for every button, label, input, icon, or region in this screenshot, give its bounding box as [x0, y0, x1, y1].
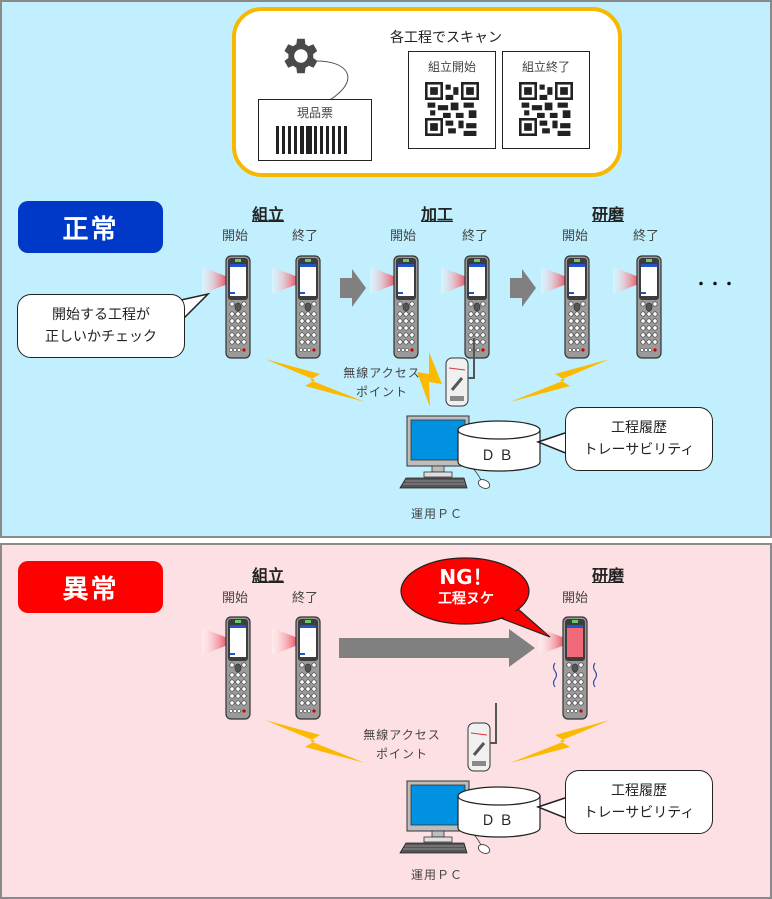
db-callout-line: 工程履歴: [610, 782, 667, 799]
step-label-start: 開始: [561, 229, 588, 244]
db-callout-line: 工程履歴: [610, 419, 667, 436]
access-point-label-line: 無線アクセス: [363, 728, 441, 742]
db-label: ＤＢ: [481, 448, 517, 464]
access-point-icon: [442, 338, 482, 408]
access-point-label-line: ポイント: [375, 747, 428, 762]
ng-title: NG！: [439, 565, 493, 589]
gear-icon: [284, 38, 318, 74]
handheld-terminal-icon: [270, 613, 330, 723]
access-point-label-line: ポイント: [355, 385, 408, 400]
pc-label: 運用ＰＣ: [410, 868, 463, 882]
product-tag: 現品票: [258, 99, 372, 161]
status-badge-abnormal: 異常: [18, 561, 163, 613]
handheld-terminal-icon: [200, 613, 260, 723]
product-tag-label: 現品票: [296, 106, 333, 120]
ng-bubble-text: NG！ 工程ヌケ: [402, 565, 530, 609]
handheld-terminal-icon: [611, 252, 671, 362]
process-title-polishing: 研磨: [591, 205, 624, 224]
access-point-icon: [464, 703, 504, 773]
normal-panel: 各工程でスキャン 現品票 組立開始: [0, 0, 772, 538]
lightning-icon: [417, 352, 442, 407]
step-label-end: 終了: [291, 591, 318, 606]
lightning-icon: [510, 715, 610, 765]
qr-code-icon: [425, 82, 479, 136]
check-callout: 開始する工程が 正しいかチェック: [17, 294, 185, 358]
db-callout: 工程履歴 トレーサビリティ: [565, 407, 713, 471]
process-title-assembly: 組立: [251, 205, 284, 224]
qr-card-label: 組立終了: [521, 60, 570, 74]
handheld-terminal-icon: [539, 252, 599, 362]
ellipsis: ・・・: [694, 277, 736, 293]
qr-card-label: 組立開始: [427, 60, 476, 74]
process-title-assembly: 組立: [251, 566, 284, 585]
lightning-icon: [510, 354, 610, 404]
lightning-icon: [265, 715, 365, 765]
qr-card-assembly-end: 組立終了: [502, 51, 590, 149]
qr-code-icon: [519, 82, 573, 136]
scan-instruction-box: 各工程でスキャン 現品票 組立開始: [232, 7, 622, 177]
handheld-terminal-icon: [368, 252, 428, 362]
qr-card-assembly-start: 組立開始: [408, 51, 496, 149]
status-badge-normal: 正常: [18, 201, 163, 253]
db-callout: 工程履歴 トレーサビリティ: [565, 770, 713, 834]
abnormal-panel: 異常 組立 研磨 開始 終了 開始 NG！ 工程ヌケ 無線アクセス ポイント Ｄ…: [0, 543, 772, 899]
handheld-terminal-icon: [270, 252, 330, 362]
db-callout-line: トレーサビリティ: [583, 442, 695, 458]
process-title-machining: 加工: [420, 205, 453, 224]
db-callout-line: トレーサビリティ: [583, 805, 695, 821]
database-icon: [457, 420, 541, 472]
step-label-end: 終了: [632, 229, 659, 244]
ng-reason: 工程ヌケ: [438, 591, 494, 607]
process-title-polishing: 研磨: [591, 566, 624, 585]
step-label-start: 開始: [389, 229, 416, 244]
step-label-start: 開始: [221, 591, 248, 606]
arrow-right-icon: [510, 269, 536, 307]
callout-line: 正しいかチェック: [45, 329, 157, 345]
database-icon: [457, 786, 541, 838]
access-point-label: 無線アクセス ポイント: [352, 726, 452, 764]
skip-arrow-icon: [339, 629, 535, 667]
access-point-label: 無線アクセス ポイント: [332, 364, 432, 402]
arrow-right-icon: [340, 269, 366, 307]
pc-label: 運用ＰＣ: [410, 507, 463, 521]
step-label-end: 終了: [291, 229, 318, 244]
step-label-start: 開始: [561, 591, 588, 606]
access-point-label-line: 無線アクセス: [343, 366, 421, 380]
db-label: ＤＢ: [481, 813, 517, 829]
step-label-end: 終了: [461, 229, 488, 244]
scan-box-title: 各工程でスキャン: [390, 30, 502, 46]
ng-bubble-shape: [400, 557, 551, 638]
callout-line: 開始する工程が: [52, 306, 150, 323]
barcode-icon: [276, 126, 347, 154]
step-label-start: 開始: [221, 229, 248, 244]
